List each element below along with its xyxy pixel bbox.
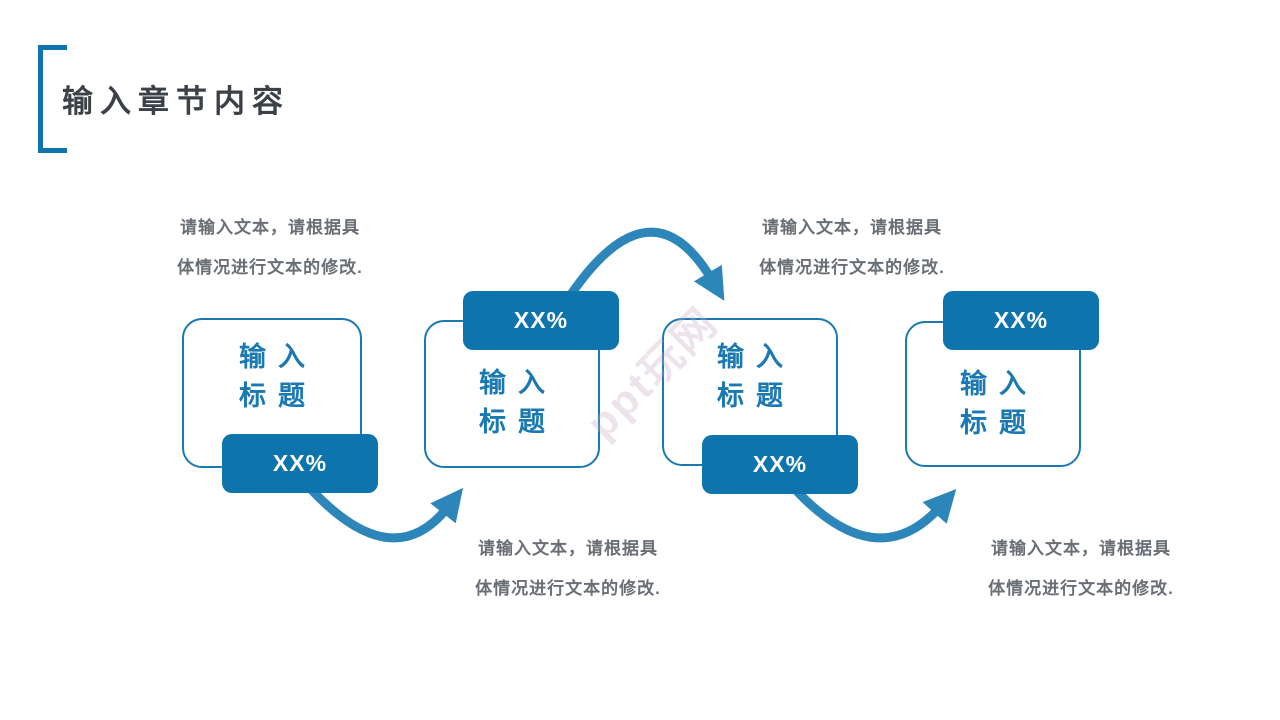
page-title: 输入章节内容: [62, 84, 290, 119]
arrow-step1-to-step2: [304, 482, 464, 543]
step-title-line-1: 输入: [717, 342, 795, 372]
left-bracket-shape: [38, 45, 67, 153]
step-title-line-1: 输入: [479, 368, 557, 398]
percent-badge-3: XX%: [702, 435, 858, 494]
step-title-line-1: 输入: [960, 369, 1038, 399]
step-title-line-2: 标题: [239, 381, 317, 411]
step-title-3: 输入 标题: [664, 320, 836, 416]
caption-line-1: 请输入文本，请根据具: [478, 539, 658, 558]
caption-line-2: 体情况进行文本的修改.: [988, 579, 1174, 598]
step-title-2: 输入 标题: [426, 322, 598, 442]
percent-badge-1: XX%: [222, 434, 378, 493]
caption-top-right: 请输入文本，请根据具 体情况进行文本的修改.: [738, 208, 966, 288]
caption-line-2: 体情况进行文本的修改.: [475, 579, 661, 598]
step-box-1: 输入 标题: [182, 318, 362, 468]
percent-badge-2: XX%: [463, 291, 619, 350]
caption-top-left: 请输入文本，请根据具 体情况进行文本的修改.: [158, 208, 382, 288]
step-title-line-2: 标题: [717, 381, 795, 411]
caption-bottom-middle: 请输入文本，请根据具 体情况进行文本的修改.: [452, 529, 684, 609]
step-title-4: 输入 标题: [907, 323, 1079, 443]
caption-line-2: 体情况进行文本的修改.: [177, 258, 363, 277]
percent-badge-4: XX%: [943, 291, 1099, 350]
caption-line-1: 请输入文本，请根据具: [180, 218, 360, 237]
step-title-line-1: 输入: [239, 342, 317, 372]
step-title-line-2: 标题: [960, 408, 1038, 438]
step-title-line-2: 标题: [479, 407, 557, 437]
caption-line-2: 体情况进行文本的修改.: [759, 258, 945, 277]
caption-line-1: 请输入文本，请根据具: [762, 218, 942, 237]
step-title-1: 输入 标题: [184, 320, 360, 416]
caption-line-1: 请输入文本，请根据具: [991, 539, 1171, 558]
caption-bottom-right: 请输入文本，请根据具 体情况进行文本的修改.: [966, 529, 1196, 609]
